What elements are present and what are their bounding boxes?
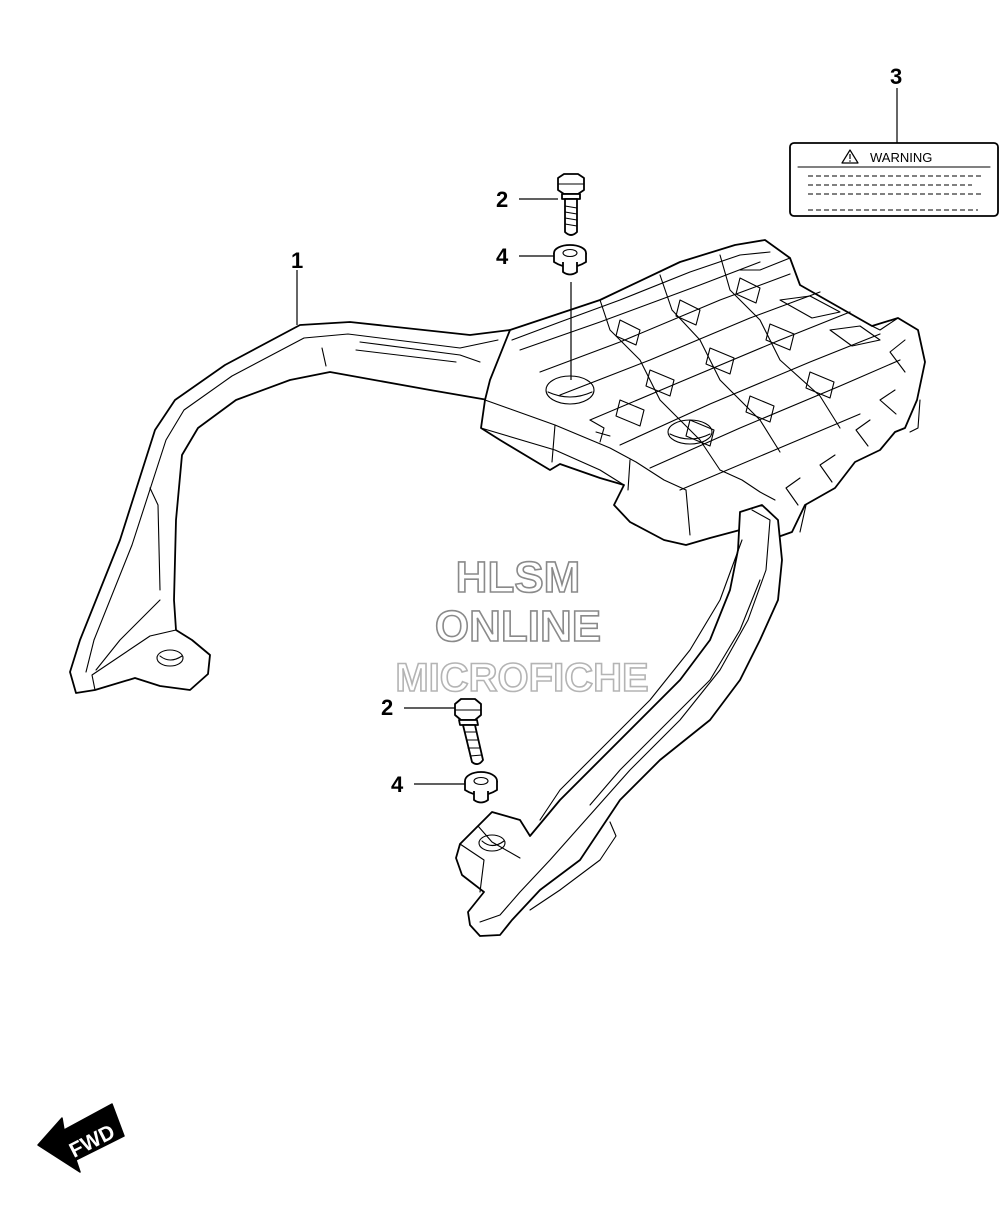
leader-lines <box>296 88 898 785</box>
watermark-line-1: HLSM <box>456 553 581 602</box>
callout-4-lower: 4 <box>391 772 404 797</box>
callout-numbers: 1 2 2 3 4 4 <box>291 64 902 797</box>
watermark: HLSM ONLINE MICROFICHE <box>395 552 650 701</box>
callout-4-upper: 4 <box>496 244 509 269</box>
watermark-line-2: ONLINE <box>435 602 601 651</box>
callout-2-lower: 2 <box>381 695 393 720</box>
callout-2-upper: 2 <box>496 187 508 212</box>
bolt-lower <box>454 698 484 765</box>
callout-3: 3 <box>890 64 902 89</box>
washer-upper <box>553 244 587 276</box>
watermark-line-3: MICROFICHE <box>395 656 648 700</box>
callout-1: 1 <box>291 248 303 273</box>
warning-label: WARNING <box>789 142 999 217</box>
washer-lower <box>464 771 498 804</box>
bolt-upper <box>557 173 585 236</box>
grab-rail <box>69 239 926 937</box>
fwd-indicator: FWD <box>37 1103 125 1173</box>
warning-label-text: WARNING <box>870 150 932 165</box>
warning-triangle-icon <box>841 149 859 164</box>
forward-arrow-icon <box>37 1103 125 1173</box>
